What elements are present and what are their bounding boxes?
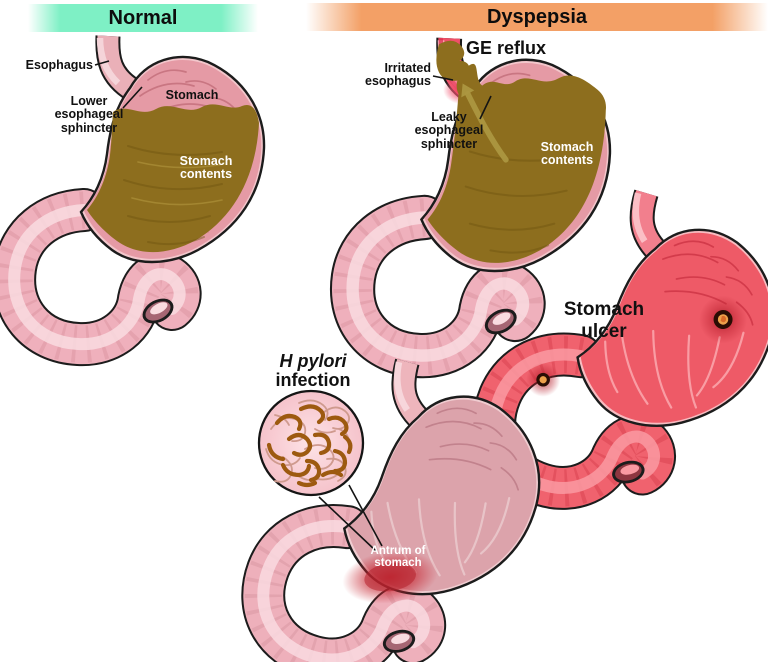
normal-stomach-illustration bbox=[0, 28, 300, 363]
stomach-label: Stomach bbox=[165, 88, 219, 102]
reflux-stomach-contents-label: Stomach contents bbox=[540, 140, 594, 168]
esophagus-label: Esophagus bbox=[25, 58, 93, 72]
refluxed-contents-blob bbox=[436, 40, 470, 81]
h-pylori-bacteria bbox=[265, 399, 353, 488]
stomach-ulcer-illustration bbox=[498, 166, 768, 486]
duodenal-ulcer-core bbox=[539, 376, 547, 384]
stomach-ulcer-label: Stomach ulcer bbox=[563, 299, 645, 342]
contents-streaks-dark bbox=[123, 145, 223, 246]
irritated-esophagus-label: Irritated esophagus bbox=[365, 61, 431, 89]
reflux-arrow bbox=[464, 91, 509, 163]
normal-header-label: Normal bbox=[108, 6, 178, 29]
leaky-esophageal-sphincter-label: Leaky esophageal sphincter bbox=[414, 110, 484, 151]
dyspepsia-section-header: Dyspepsia bbox=[306, 3, 768, 31]
ulcer-crater-detail bbox=[720, 315, 726, 323]
dyspepsia-header-label: Dyspepsia bbox=[486, 5, 588, 28]
reflux-arrowhead bbox=[461, 83, 475, 98]
h-pylori-infection-title: H pylori infection bbox=[275, 351, 351, 391]
contents-streaks-light bbox=[131, 161, 225, 206]
stomach-contents-label: Stomach contents bbox=[179, 154, 233, 182]
h-pylori-illustration bbox=[228, 340, 568, 662]
contents-streaks-dark bbox=[464, 150, 568, 254]
inflamed-antrum-core bbox=[364, 562, 416, 592]
antrum-of-stomach-label: Antrum of stomach bbox=[370, 545, 426, 570]
h-pylori-species-name: H pylori bbox=[279, 351, 347, 371]
lower-esophageal-sphincter-label: Lower esophageal sphincter bbox=[54, 94, 124, 135]
ge-reflux-illustration bbox=[338, 30, 653, 365]
stomach-contents-fill bbox=[87, 104, 259, 253]
ge-reflux-title: GE reflux bbox=[465, 38, 547, 58]
normal-section-header: Normal bbox=[28, 4, 258, 32]
stomach-contents-fill bbox=[427, 63, 606, 263]
